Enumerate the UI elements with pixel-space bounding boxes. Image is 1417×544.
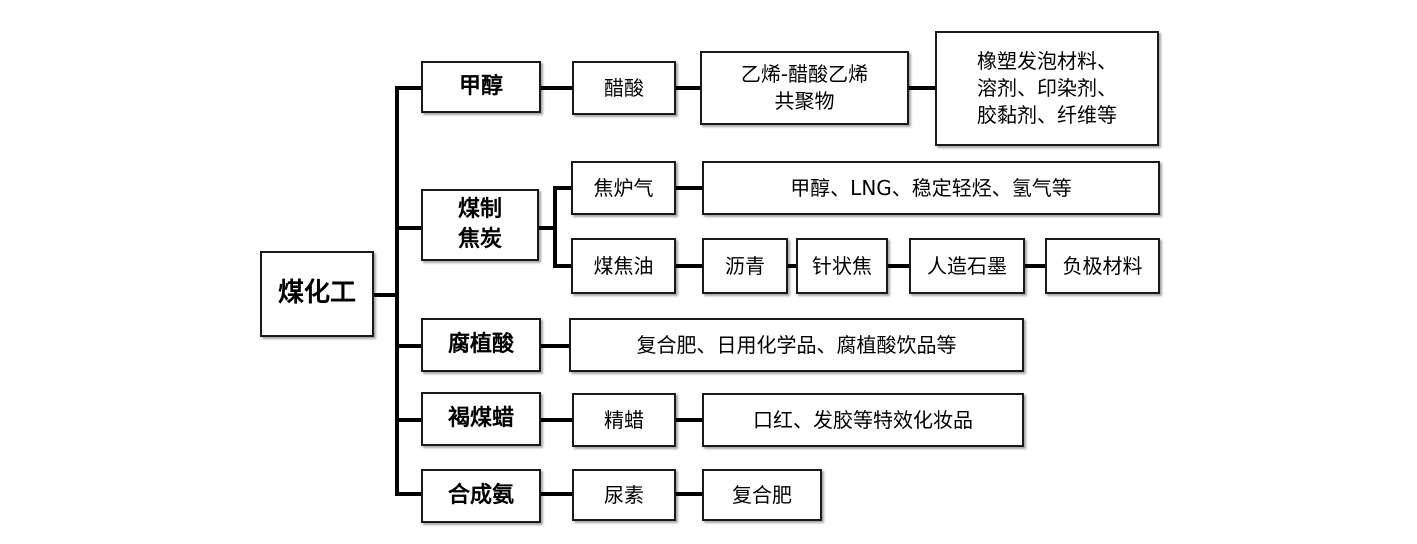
node-lignite-wax: 褐煤蜡 <box>421 392 541 446</box>
node-coal-tar: 煤焦油 <box>571 238 676 294</box>
connector-trunk-coke <box>395 226 423 230</box>
connector-gas-products <box>674 186 704 190</box>
connector-coke-vertical <box>553 186 557 268</box>
connector-refined-cosmetics <box>674 418 704 422</box>
connector-needle-graphite <box>886 264 911 268</box>
node-methanol: 甲醇 <box>421 61 541 113</box>
connector-urea-fertilizer <box>674 492 704 496</box>
connector-coke-split <box>537 226 557 230</box>
connector-humic-products <box>541 344 571 348</box>
node-coke: 煤制 焦炭 <box>421 189 539 261</box>
node-gas-products: 甲醇、LNG、稳定轻烃、氢气等 <box>702 161 1160 215</box>
node-acetic-acid: 醋酸 <box>572 61 676 115</box>
node-asphalt: 沥青 <box>702 238 788 294</box>
connector-ammonia-urea <box>541 492 574 496</box>
connector-split-gas <box>553 186 573 190</box>
connector-split-tar <box>553 264 573 268</box>
connector-methanol-acetic <box>541 86 574 90</box>
node-anode-material: 负极材料 <box>1045 238 1160 294</box>
connector-trunk-methanol <box>395 86 423 90</box>
node-compound-fertilizer: 复合肥 <box>702 469 822 521</box>
root-node: 煤化工 <box>260 251 374 337</box>
node-eva-copolymer: 乙烯-醋酸乙烯 共聚物 <box>700 51 909 125</box>
node-urea: 尿素 <box>572 469 676 521</box>
node-coke-oven-gas: 焦炉气 <box>571 161 676 215</box>
connector-acetic-eva <box>674 86 702 90</box>
connector-trunk-humic <box>395 344 423 348</box>
connector-trunk-wax <box>395 418 423 422</box>
connector-root-trunk <box>372 293 398 297</box>
node-cosmetics: 口红、发胶等特效化妆品 <box>702 393 1024 447</box>
node-humic-products: 复合肥、日用化学品、腐植酸饮品等 <box>569 318 1024 372</box>
connector-main-trunk <box>395 86 399 494</box>
connector-graphite-anode <box>1023 264 1047 268</box>
connector-wax-refined <box>541 418 574 422</box>
connector-trunk-ammonia <box>395 492 423 496</box>
node-ammonia: 合成氨 <box>421 469 541 523</box>
connector-asphalt-needle <box>786 264 798 268</box>
node-refined-wax: 精蜡 <box>572 393 676 447</box>
node-artificial-graphite: 人造石墨 <box>909 238 1025 294</box>
connector-tar-asphalt <box>674 264 704 268</box>
node-humic-acid: 腐植酸 <box>421 318 541 372</box>
node-foam-materials: 橡塑发泡材料、 溶剂、印染剂、 胶黏剂、纤维等 <box>935 31 1159 146</box>
node-needle-coke: 针状焦 <box>796 238 888 294</box>
connector-eva-foam <box>907 86 937 90</box>
